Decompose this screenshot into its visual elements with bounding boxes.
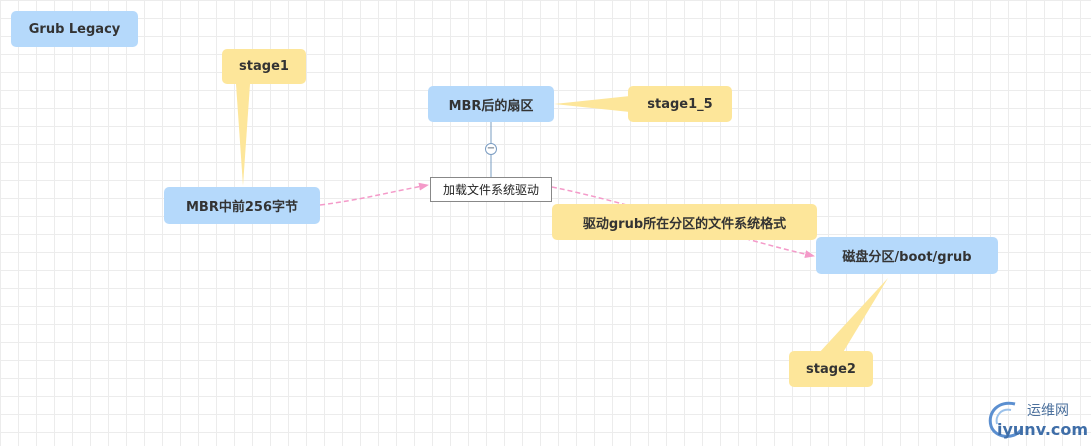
watermark-bottom-text: iyunv.com — [997, 420, 1089, 439]
mbr-first-bytes-node[interactable]: MBR中前256字节 — [164, 187, 320, 224]
grub-legacy-node[interactable]: Grub Legacy — [11, 11, 138, 47]
disk-partition-boot-grub-node[interactable]: 磁盘分区/boot/grub — [816, 237, 998, 274]
stage1-callout-tail — [236, 84, 250, 186]
swirl-logo-icon — [988, 401, 1023, 438]
watermark-top-text: 运维网 — [1027, 403, 1069, 419]
stage1-5-note[interactable]: stage1_5 — [628, 86, 732, 122]
load-fs-driver-node[interactable]: 加载文件系统驱动 — [430, 177, 552, 202]
stage2-callout-tail — [818, 278, 888, 354]
arrow-mbr-to-load-driver — [319, 182, 429, 206]
stage1-note[interactable]: stage1 — [222, 49, 306, 84]
drive-grub-fs-note[interactable]: 驱动grub所在分区的文件系统格式 — [552, 204, 817, 240]
collapse-toggle[interactable]: − — [485, 143, 497, 155]
watermark-logo: 运维网 iyunv.com — [985, 398, 1089, 440]
stage1-5-callout-tail — [554, 96, 630, 112]
stage2-note[interactable]: stage2 — [789, 351, 873, 387]
mbr-after-sector-node[interactable]: MBR后的扇区 — [428, 86, 554, 122]
